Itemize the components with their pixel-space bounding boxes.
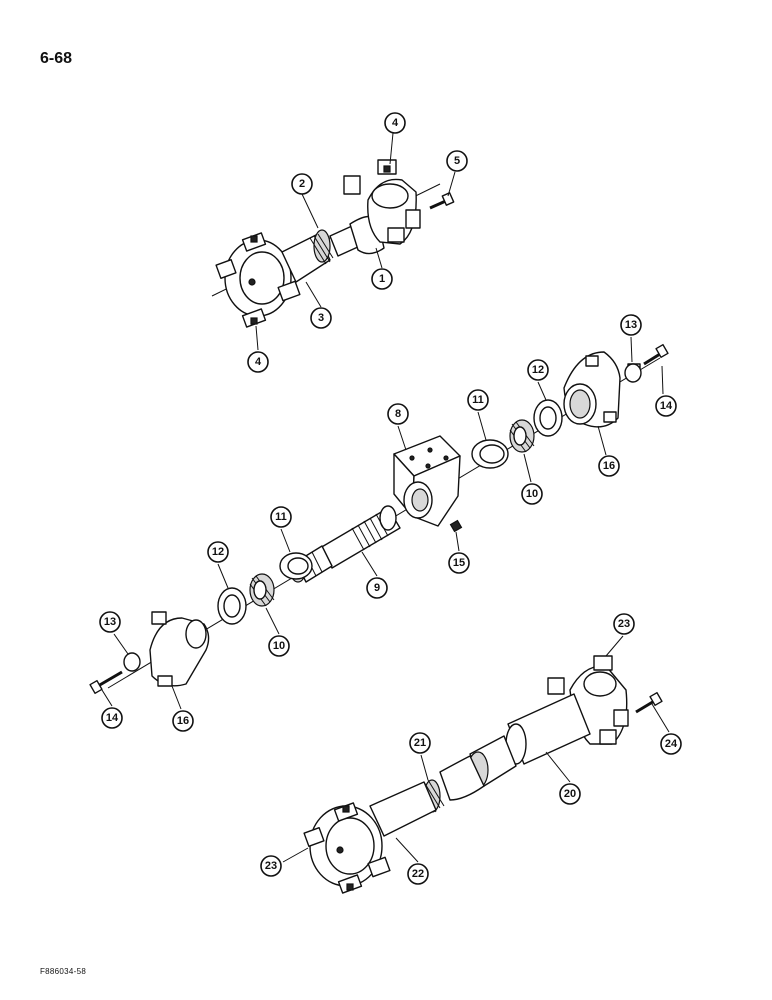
cone-bearing: [509, 419, 535, 453]
left-flange-yoke: [215, 232, 301, 328]
svg-text:4: 4: [392, 117, 399, 129]
svg-text:12: 12: [212, 546, 224, 558]
left-flange-yoke: [303, 802, 391, 894]
callout-13: 13: [620, 314, 642, 336]
callout-16: 16: [598, 455, 620, 477]
bottom-drive-shaft-assembly: [303, 655, 663, 894]
callout-22: 22: [407, 863, 429, 885]
callout-4: 4: [384, 112, 406, 134]
svg-text:16: 16: [177, 715, 189, 727]
svg-text:10: 10: [526, 488, 538, 500]
shaft-tube: [369, 781, 437, 837]
bolt: [635, 691, 663, 714]
cone-bearing: [249, 573, 275, 607]
svg-text:12: 12: [532, 364, 544, 376]
seal: [533, 399, 563, 437]
bearing-cup: [279, 552, 313, 580]
shaft-tube: [281, 215, 385, 283]
svg-text:22: 22: [412, 868, 424, 880]
callout-8: 8: [387, 403, 409, 425]
grease-fitting: [449, 519, 463, 533]
svg-text:24: 24: [665, 738, 678, 750]
svg-text:21: 21: [414, 737, 426, 749]
bearing-shaft-assembly: [89, 343, 669, 695]
svg-text:4: 4: [255, 356, 262, 368]
page-number: 6-68: [40, 50, 73, 67]
callout-15: 15: [448, 552, 470, 574]
svg-text:3: 3: [318, 312, 324, 324]
callout-2: 2: [291, 173, 313, 195]
svg-text:5: 5: [454, 155, 460, 167]
leader-lines: [101, 132, 670, 863]
bolt: [429, 192, 455, 210]
svg-text:14: 14: [660, 400, 673, 412]
svg-text:14: 14: [106, 712, 119, 724]
bolt: [643, 343, 669, 366]
callout-10: 10: [521, 483, 543, 505]
callout-5: 5: [446, 150, 468, 172]
svg-text:9: 9: [374, 582, 380, 594]
callout-20: 20: [559, 783, 581, 805]
callout-14: 14: [101, 707, 123, 729]
top-drive-shaft-assembly: [211, 159, 455, 328]
callout-3: 3: [310, 307, 332, 329]
shaft-tube: [505, 693, 591, 765]
svg-text:11: 11: [275, 511, 287, 523]
callout-11: 11: [270, 506, 292, 528]
svg-text:2: 2: [299, 178, 305, 190]
callout-9: 9: [366, 577, 388, 599]
svg-text:11: 11: [472, 394, 484, 406]
washer: [123, 652, 141, 672]
bearing-housing: [393, 435, 461, 527]
left-end-yoke: [149, 611, 210, 687]
callout-4: 4: [247, 351, 269, 373]
svg-text:13: 13: [104, 616, 116, 628]
right-end-yoke: [563, 351, 641, 428]
figure-code: F886034-58: [40, 967, 87, 976]
callout-11: 11: [467, 389, 489, 411]
callout-10: 10: [268, 635, 290, 657]
svg-text:23: 23: [265, 860, 277, 872]
slip-sleeve: [419, 735, 517, 813]
callout-12: 12: [527, 359, 549, 381]
callout-24: 24: [660, 733, 682, 755]
washer: [624, 363, 642, 383]
svg-text:23: 23: [618, 618, 630, 630]
svg-text:1: 1: [379, 273, 385, 285]
callout-21: 21: [409, 732, 431, 754]
callout-23: 23: [613, 613, 635, 635]
callout-13: 13: [99, 611, 121, 633]
svg-text:10: 10: [273, 640, 285, 652]
seal: [217, 587, 247, 625]
bearing-cup: [471, 439, 509, 469]
svg-text:13: 13: [625, 319, 637, 331]
right-yoke: [343, 159, 421, 245]
callout-14: 14: [655, 395, 677, 417]
svg-text:20: 20: [564, 788, 576, 800]
svg-text:8: 8: [395, 408, 401, 420]
callout-16: 16: [172, 710, 194, 732]
callout-23: 23: [260, 855, 282, 877]
svg-text:16: 16: [603, 460, 615, 472]
callout-12: 12: [207, 541, 229, 563]
svg-text:15: 15: [453, 557, 465, 569]
bolt: [89, 670, 123, 695]
callout-1: 1: [371, 268, 393, 290]
